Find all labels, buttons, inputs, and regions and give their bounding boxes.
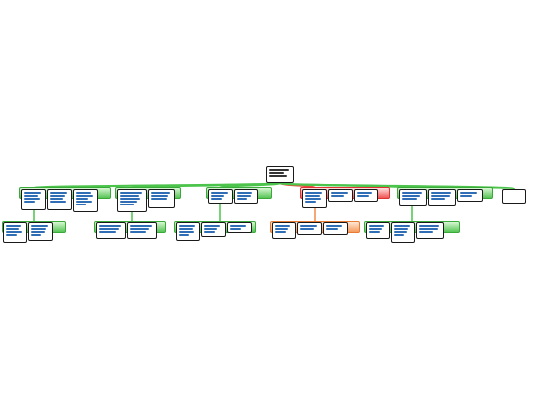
branch-2-sub-node-a[interactable] <box>96 222 126 239</box>
branch-1-node-b[interactable] <box>47 189 72 210</box>
branch-5-node-c[interactable] <box>457 189 483 202</box>
branch-2-sub-node-b[interactable] <box>127 222 157 239</box>
link-root-branch-6 <box>278 181 516 191</box>
branch-4-sub-node-c[interactable] <box>323 222 348 235</box>
branch-5-node-a[interactable] <box>399 189 427 206</box>
branch-4-node-a[interactable] <box>302 189 327 208</box>
branch-4-sub-node-b[interactable] <box>297 222 322 235</box>
branch-3-sub-node-c[interactable] <box>227 222 252 233</box>
branch-1-sub-node-b[interactable] <box>28 222 53 241</box>
branch-4-sub-node-a[interactable] <box>272 222 296 239</box>
branch-1-node-a[interactable] <box>21 189 46 210</box>
branch-5-node-b[interactable] <box>428 189 456 206</box>
branch-5-sub-node-c[interactable] <box>416 222 444 239</box>
branch-3-sub-node-a[interactable] <box>176 222 200 241</box>
branch-3-node-a[interactable] <box>208 189 233 204</box>
branch-5-sub-node-b[interactable] <box>391 222 415 243</box>
root-node[interactable] <box>266 166 294 183</box>
branch-3-node-b[interactable] <box>234 189 258 204</box>
branch-5-sub-node-a[interactable] <box>366 222 390 239</box>
branch-4-node-c[interactable] <box>354 189 378 202</box>
branch-6-node[interactable] <box>502 189 526 204</box>
branch-2-node-a[interactable] <box>117 189 147 212</box>
branch-1-sub-node-a[interactable] <box>3 222 27 243</box>
branch-4-node-b[interactable] <box>328 189 353 202</box>
branch-3-sub-node-b[interactable] <box>201 222 226 237</box>
branch-2-node-b[interactable] <box>148 189 175 208</box>
branch-1-node-c[interactable] <box>73 189 98 212</box>
